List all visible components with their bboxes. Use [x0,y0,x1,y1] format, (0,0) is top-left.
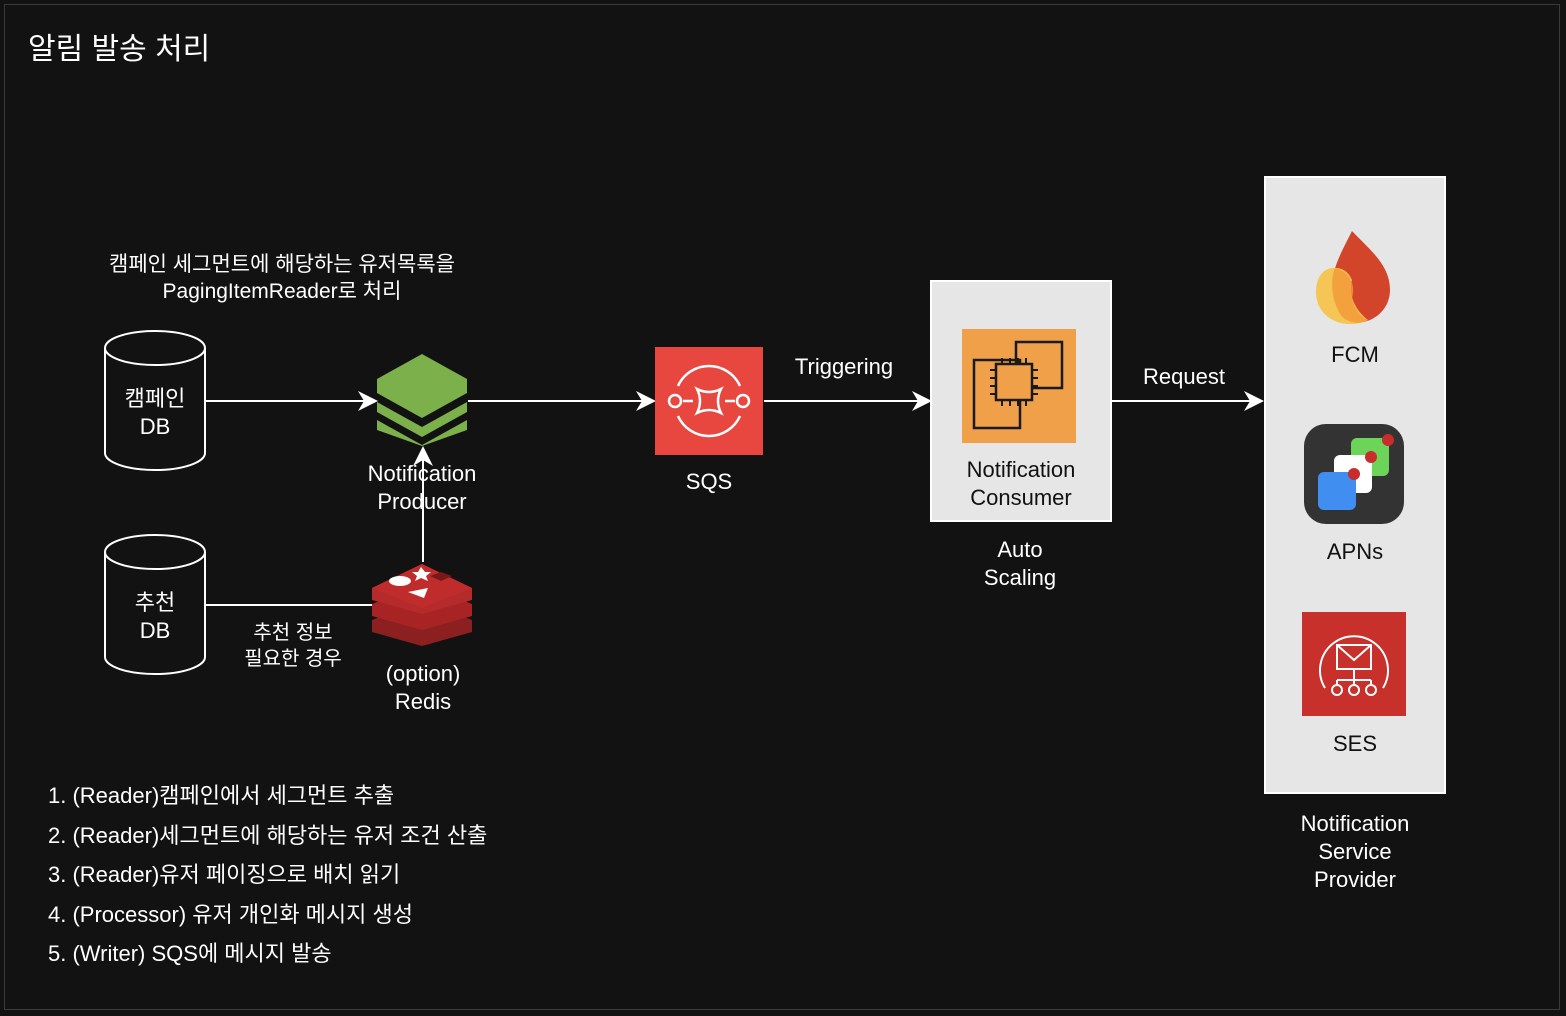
ses-label: SES [1332,731,1378,756]
step-item: 5. (Writer) SQS에 메시지 발송 [48,941,332,966]
request-label: Request [1143,364,1225,389]
fcm-icon [1316,231,1390,324]
fcm-label: FCM [1331,342,1379,367]
step-item: 2. (Reader)세그먼트에 해당하는 유저 조건 산출 [48,822,488,848]
step-item: 1. (Reader)캠페인에서 세그먼트 추출 [48,783,395,808]
producer-layers-icon [377,354,467,446]
canvas-frame [4,4,1560,1010]
sqs-icon [655,347,763,455]
step-item: 3. (Reader)유저 페이징으로 배치 읽기 [48,862,401,887]
recommend-db-icon [104,534,206,675]
campaign-db-icon [104,330,206,471]
page-title: 알림 발송 처리 [28,33,211,66]
redis-icon [372,564,472,646]
sqs-label: SQS [685,469,733,494]
ses-icon [1302,612,1406,716]
triggering-label: Triggering [794,354,894,379]
step-list: 1. (Reader)캠페인에서 세그먼트 추출 2. (Reader)세그먼트… [48,776,487,974]
ec2-icon [962,329,1076,443]
apns-label: APNs [1326,539,1384,564]
step-item: 4. (Processor) 유저 개인화 메시지 생성 [48,901,413,927]
apns-icon [1304,424,1404,524]
redis-label: (option)Redis [385,661,461,714]
